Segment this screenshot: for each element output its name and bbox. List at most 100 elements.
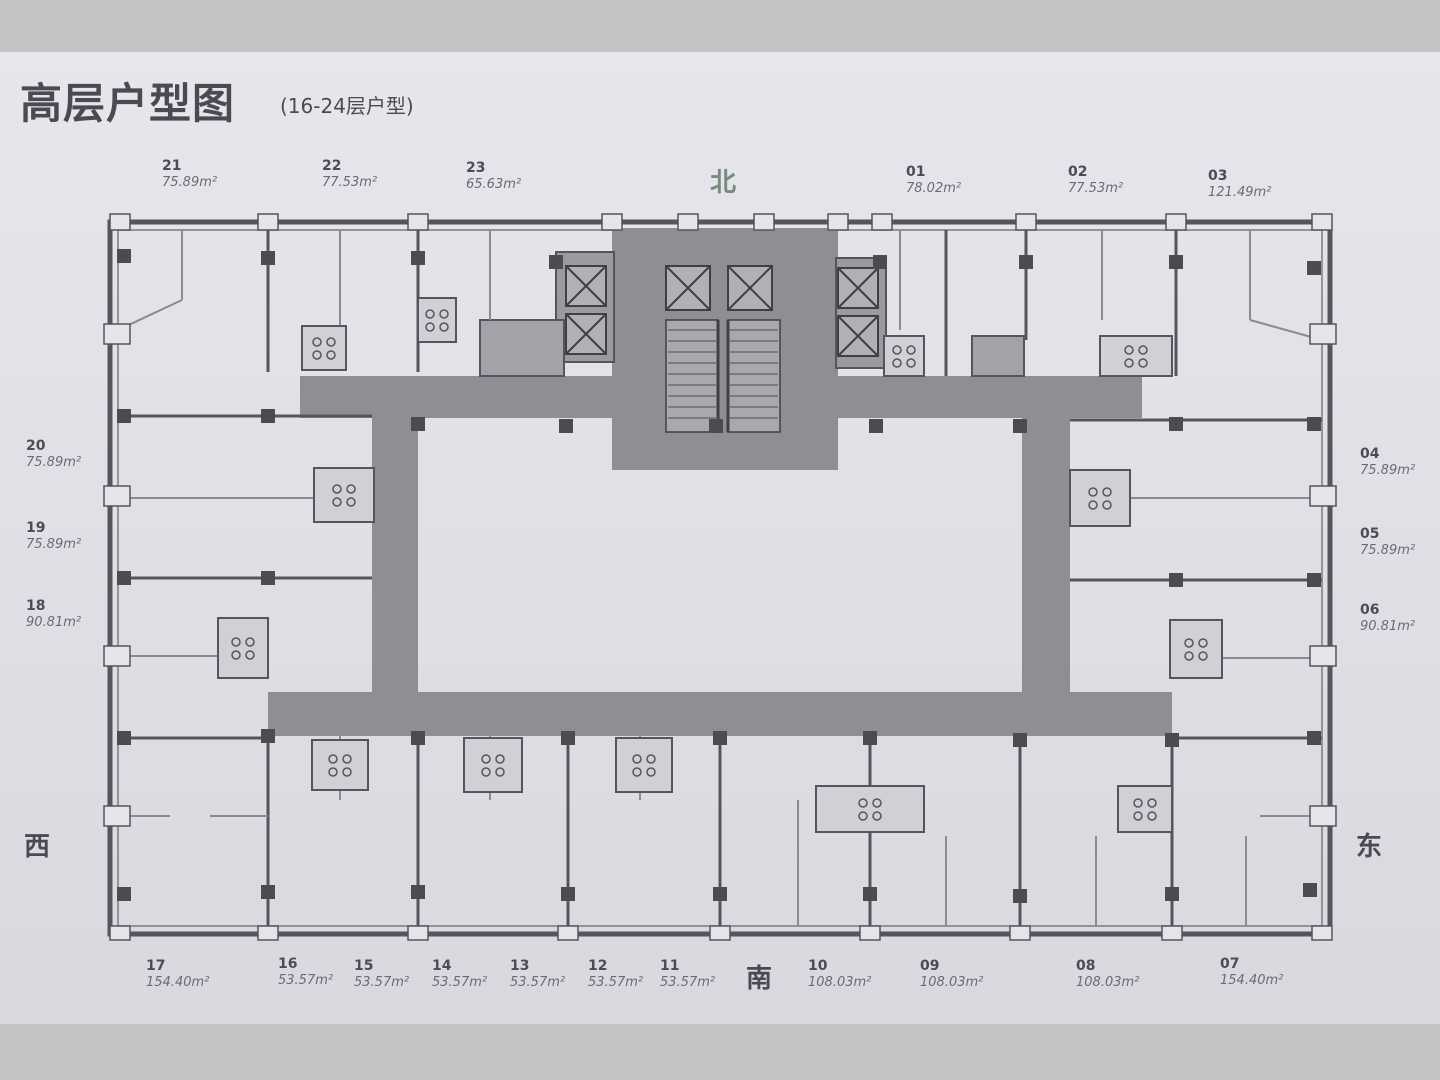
structural-column	[261, 251, 275, 265]
window-frame	[103, 645, 131, 667]
sink-icon	[439, 322, 449, 332]
window-frame	[407, 213, 429, 231]
toilet-icon	[231, 650, 241, 660]
window-frame	[257, 213, 279, 231]
window-frame	[109, 213, 131, 231]
structural-column	[261, 885, 275, 899]
sink-icon	[1138, 358, 1148, 368]
structural-column	[1165, 887, 1179, 901]
sink-icon	[342, 767, 352, 777]
bathroom-room	[1069, 469, 1131, 527]
sink-icon	[1102, 487, 1112, 497]
sink-icon	[245, 637, 255, 647]
structural-column	[1013, 419, 1027, 433]
structural-column	[863, 887, 877, 901]
structural-column	[1013, 733, 1027, 747]
bathroom-room	[313, 467, 375, 523]
window-frame	[1311, 213, 1333, 231]
toilet-icon	[332, 484, 342, 494]
sink-icon	[326, 350, 336, 360]
toilet-icon	[1124, 345, 1134, 355]
toilet-icon	[425, 309, 435, 319]
bathroom	[815, 785, 925, 833]
sink-icon	[872, 811, 882, 821]
window-frame	[753, 213, 775, 231]
compass-east: 东	[1356, 832, 1383, 862]
structural-column	[117, 409, 131, 423]
toilet-icon	[892, 358, 902, 368]
sink-icon	[872, 798, 882, 808]
compass-north: 北	[710, 168, 737, 198]
bathroom-room	[615, 737, 673, 793]
bathroom-room	[883, 335, 925, 377]
structural-column	[1169, 573, 1183, 587]
window-frame	[1015, 213, 1037, 231]
sink-icon	[906, 358, 916, 368]
structural-column	[117, 571, 131, 585]
window-frame	[601, 213, 623, 231]
bathroom	[1169, 619, 1223, 679]
toilet-icon	[1088, 487, 1098, 497]
bathroom	[417, 297, 457, 343]
sink-icon	[1147, 811, 1157, 821]
structural-column	[1013, 889, 1027, 903]
toilet-icon	[328, 767, 338, 777]
sink-icon	[646, 767, 656, 777]
structural-column	[411, 251, 425, 265]
bathroom-room	[217, 617, 269, 679]
window-frame	[827, 213, 849, 231]
toilet-icon	[1088, 500, 1098, 510]
structural-column	[1169, 417, 1183, 431]
window-frame	[1311, 925, 1333, 941]
compass-west: 西	[24, 832, 51, 862]
stair-treads	[668, 329, 778, 419]
bathrooms	[217, 297, 1223, 833]
toilet-icon	[858, 811, 868, 821]
structural-column	[261, 409, 275, 423]
structural-column	[873, 255, 887, 269]
bathroom-room	[463, 737, 523, 793]
toilet-icon	[425, 322, 435, 332]
toilet-icon	[481, 754, 491, 764]
structural-column	[1307, 261, 1321, 275]
window-frame	[1309, 805, 1337, 827]
bathroom-room	[1099, 335, 1173, 377]
toilet-icon	[1184, 651, 1194, 661]
structural-column	[261, 571, 275, 585]
structural-column	[559, 419, 573, 433]
structural-column	[261, 729, 275, 743]
toilet-icon	[1133, 811, 1143, 821]
sink-icon	[346, 497, 356, 507]
window-frame	[257, 925, 279, 941]
window-frame	[407, 925, 429, 941]
window-frame	[557, 925, 579, 941]
page-subtitle: (16-24层户型)	[280, 94, 414, 118]
bathroom	[463, 737, 523, 793]
sink-icon	[646, 754, 656, 764]
structural-column	[1307, 731, 1321, 745]
sink-icon	[495, 767, 505, 777]
elevator-core	[612, 228, 838, 470]
window-frame	[1309, 485, 1337, 507]
sink-icon	[245, 650, 255, 660]
window-frame	[103, 485, 131, 507]
bathroom	[1117, 785, 1173, 833]
window-frame	[1009, 925, 1031, 941]
toilet-icon	[1133, 798, 1143, 808]
structural-column	[411, 417, 425, 431]
structural-column	[869, 419, 883, 433]
window-frame	[709, 925, 731, 941]
window-frame	[871, 213, 893, 231]
